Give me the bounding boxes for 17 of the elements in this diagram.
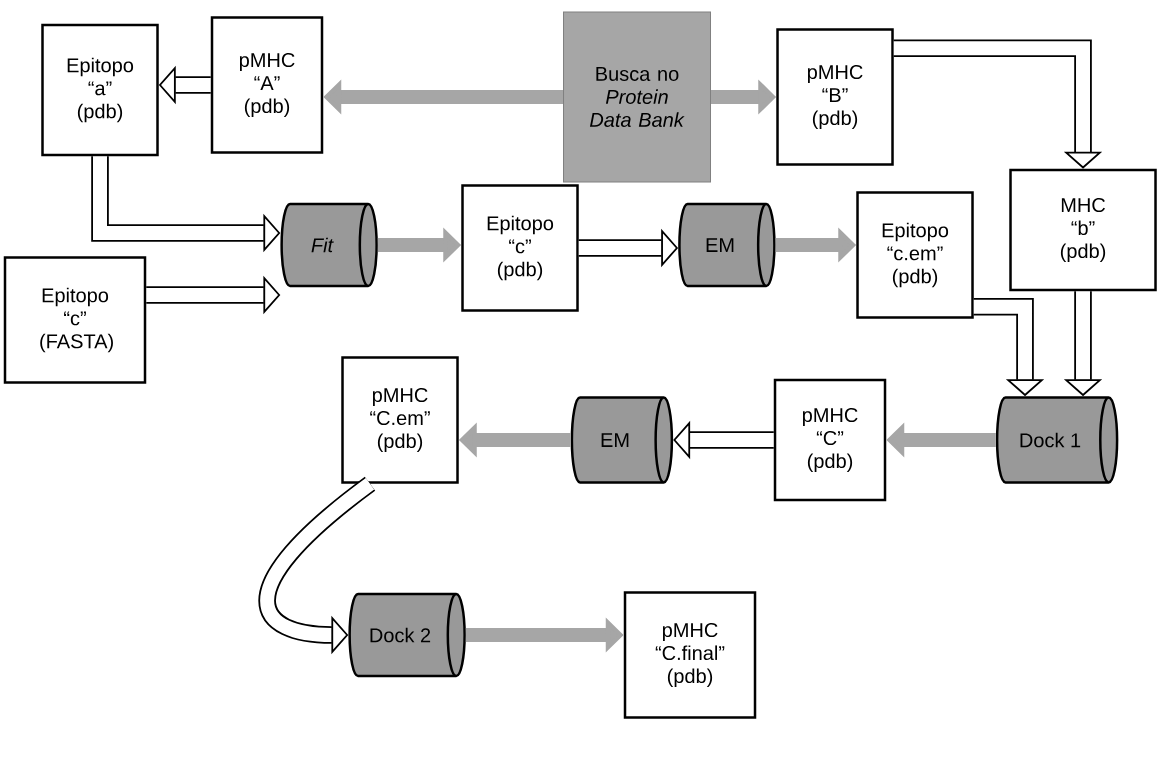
file-box: pMHC “C” (pdb) [773,378,887,502]
search-box: Busca no Protein Data Bank [563,11,711,183]
process-cylinder: Fit [280,202,378,288]
process-cylinder: Dock 2 [348,592,466,678]
file-box: pMHC “C.final” (pdb) [623,591,757,719]
file-box: Epitopo “a” (pdb) [41,23,159,157]
file-box: Epitopo “c” (FASTA) [3,256,147,384]
process-cylinder: EM [570,396,674,484]
file-box: pMHC “C.em” (pdb) [341,356,459,484]
process-cylinder: Dock 1 [995,396,1119,484]
file-box: Epitopo “c.em” (pdb) [856,191,974,319]
block-arrow [893,39,1103,169]
file-box: MHC “b” (pdb) [1009,168,1157,292]
process-cylinder: EM [678,202,776,288]
file-box: Epitopo “c” (pdb) [461,184,579,312]
file-box: pMHC “B” (pdb) [776,28,894,166]
file-box: pMHC “A” (pdb) [210,16,324,154]
